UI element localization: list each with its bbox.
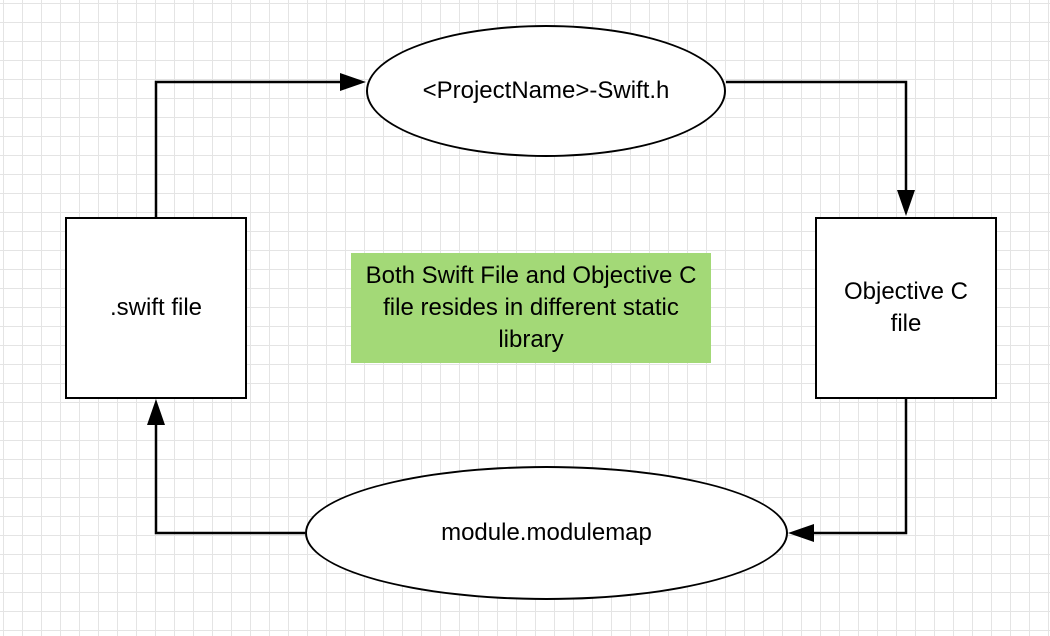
modulemap-label: module.modulemap <box>441 519 652 546</box>
edge-modulemap-to-swift-arrowhead <box>147 399 165 425</box>
library-note-text: Both Swift File and Objective C file res… <box>365 262 697 353</box>
edge-header-to-objc-arrowhead <box>897 190 915 216</box>
header-file-label: <ProjectName>-Swift.h <box>422 77 670 104</box>
edge-modulemap-to-swift <box>154 425 305 535</box>
edge-objc-to-modulemap <box>814 398 908 535</box>
swift-file-node: .swift file <box>65 217 247 399</box>
swift-file-label: .swift file <box>109 294 202 321</box>
edge-header-to-objc <box>726 80 908 190</box>
edge-swift-to-header-arrowhead <box>340 73 366 91</box>
library-note: Both Swift File and Objective C file res… <box>351 253 711 363</box>
header-file-node: <ProjectName>-Swift.h <box>366 25 726 157</box>
edge-swift-to-header <box>154 80 340 217</box>
modulemap-node: module.modulemap <box>305 466 788 600</box>
objective-c-file-label: Objective C file <box>843 278 969 337</box>
objective-c-file-node: Objective C file <box>815 217 997 399</box>
edge-objc-to-modulemap-arrowhead <box>788 524 814 542</box>
